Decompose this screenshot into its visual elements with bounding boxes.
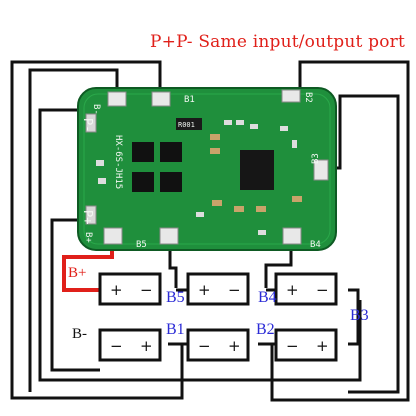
cell-6 bbox=[98, 272, 162, 306]
pad-b5 bbox=[159, 227, 179, 245]
capacitor-3 bbox=[212, 200, 222, 206]
cell-1 bbox=[98, 328, 162, 362]
pad-b2 bbox=[281, 89, 301, 103]
smd-7 bbox=[258, 230, 266, 235]
label-b2: B2 bbox=[256, 321, 275, 338]
cell-6-left-sign: + bbox=[110, 281, 123, 299]
capacitor-2 bbox=[210, 148, 220, 154]
protection-pcb: B- P- P+ B+ B1 B2 B3 B4 B5 HX-6S-JH15 R0… bbox=[77, 87, 337, 251]
mosfet-4 bbox=[160, 172, 182, 192]
wires bbox=[10, 60, 410, 402]
label-b1: B1 bbox=[166, 321, 185, 338]
cell-5-right-sign: − bbox=[228, 281, 241, 299]
capacitor-5 bbox=[256, 206, 266, 212]
cell-5-left-sign: + bbox=[198, 281, 211, 299]
smd-6 bbox=[196, 212, 204, 217]
cell-2-right-sign: + bbox=[228, 337, 241, 355]
mosfet-2 bbox=[160, 142, 182, 162]
cell-5 bbox=[186, 272, 250, 306]
cell-3-right-sign: + bbox=[316, 337, 329, 355]
wire-b1 bbox=[10, 60, 184, 400]
pcb-label-b-minus: B- bbox=[91, 104, 101, 115]
pcb-resistor-label: R001 bbox=[178, 121, 195, 129]
wire-b-minus bbox=[28, 68, 119, 392]
capacitor-1 bbox=[210, 134, 220, 140]
mosfet-3 bbox=[132, 172, 154, 192]
cell-3-left-sign: − bbox=[286, 337, 299, 355]
wire-p-plus bbox=[50, 218, 100, 372]
cell-1-right-sign: + bbox=[140, 337, 153, 355]
pcb-label-b5: B5 bbox=[136, 240, 147, 250]
pcb-board bbox=[77, 87, 337, 251]
cell-4-left-sign: + bbox=[286, 281, 299, 299]
pad-b-plus bbox=[103, 227, 123, 245]
pad-p-minus bbox=[85, 113, 97, 133]
wire-b4 bbox=[264, 240, 293, 288]
cell-4-right-sign: − bbox=[316, 281, 329, 299]
pad-p-plus bbox=[85, 205, 97, 225]
cell-3 bbox=[274, 328, 338, 362]
battery-cells: + − + − + − − + − + − + bbox=[98, 272, 338, 362]
shunt-resistor bbox=[176, 118, 202, 130]
pcb-label-b3: B3 bbox=[311, 153, 321, 164]
smd-5 bbox=[292, 140, 297, 148]
cell-2-left-sign: − bbox=[198, 337, 211, 355]
pcb-label-b1: B1 bbox=[184, 95, 195, 105]
smd-8 bbox=[96, 160, 104, 166]
mosfet-1 bbox=[132, 142, 154, 162]
wire-b5 bbox=[168, 240, 178, 288]
cell-2 bbox=[186, 328, 250, 362]
wire-b2 bbox=[270, 60, 410, 402]
pcb-label-p-minus: P- bbox=[81, 118, 95, 132]
cell-1-left-sign: − bbox=[110, 337, 123, 355]
smd-3 bbox=[250, 124, 258, 129]
label-b-minus: B- bbox=[72, 326, 87, 342]
controller-ic bbox=[240, 150, 274, 190]
capacitor-4 bbox=[234, 206, 244, 212]
label-b3: B3 bbox=[350, 307, 369, 324]
pcb-label-p-plus: P+ bbox=[81, 210, 95, 224]
wire-link-3-4 bbox=[348, 288, 360, 346]
diagram-title: P+P- Same input/output port bbox=[150, 32, 406, 52]
smd-2 bbox=[236, 120, 244, 125]
pad-b-minus bbox=[107, 91, 127, 107]
label-b4: B4 bbox=[258, 289, 277, 306]
wire-p-minus bbox=[38, 108, 362, 382]
pcb-model-label: HX-6S-JH15 bbox=[113, 135, 123, 189]
smd-9 bbox=[98, 178, 106, 184]
label-b5: B5 bbox=[166, 289, 185, 306]
cell-4 bbox=[274, 272, 338, 306]
pad-b4 bbox=[282, 227, 302, 245]
smd-1 bbox=[224, 120, 232, 125]
capacitor-6 bbox=[292, 196, 302, 202]
pcb-label-b4: B4 bbox=[310, 240, 321, 250]
cell-6-right-sign: − bbox=[140, 281, 153, 299]
pad-b3 bbox=[313, 159, 329, 181]
pad-b1 bbox=[151, 91, 171, 107]
smd-4 bbox=[280, 126, 288, 131]
pcb-label-b-plus: B+ bbox=[83, 232, 93, 243]
pcb-inner-trace bbox=[83, 93, 331, 245]
label-b-plus: B+ bbox=[68, 265, 86, 281]
pcb-label-b2: B2 bbox=[303, 92, 313, 103]
